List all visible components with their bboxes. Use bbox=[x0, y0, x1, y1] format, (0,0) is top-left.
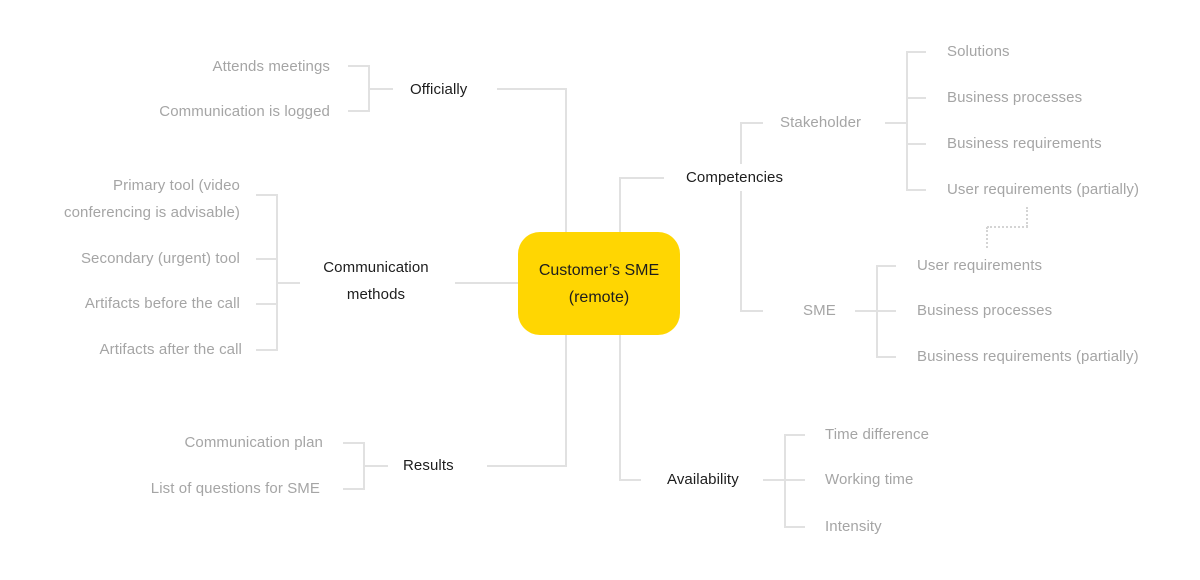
connector-availability-to-center-h bbox=[619, 479, 641, 481]
topic-competencies[interactable]: Competencies bbox=[678, 164, 792, 191]
topic-artifacts-after-call[interactable]: Artifacts after the call bbox=[99, 341, 242, 358]
topic-working-time[interactable]: Working time bbox=[825, 471, 914, 488]
topic-time-difference[interactable]: Time difference bbox=[825, 426, 930, 443]
topic-business-processes-sme[interactable]: Business processes bbox=[917, 302, 1053, 319]
connector-sme-to-bracket bbox=[855, 310, 896, 312]
connector-sme-stub bbox=[740, 310, 763, 312]
dotted-relation-segment-3 bbox=[986, 227, 988, 248]
topic-list-of-questions[interactable]: List of questions for SME bbox=[150, 480, 320, 497]
connector-secondary-tool bbox=[256, 258, 278, 260]
connector-competencies-spine bbox=[740, 122, 742, 312]
connector-officially-to-center-h bbox=[497, 88, 567, 90]
connector-availability-bracket bbox=[784, 434, 786, 528]
connector-comm-methods-stub bbox=[276, 282, 300, 284]
connector-competencies-to-center-v bbox=[619, 177, 621, 233]
connector-competencies-to-center-h bbox=[619, 177, 664, 179]
topic-sme[interactable]: SME bbox=[803, 302, 836, 319]
connector-intensity bbox=[784, 526, 805, 528]
topic-secondary-tool[interactable]: Secondary (urgent) tool bbox=[80, 250, 240, 267]
topic-communication-plan[interactable]: Communication plan bbox=[184, 434, 323, 451]
connector-time-difference bbox=[784, 434, 805, 436]
connector-business-requirements bbox=[906, 143, 926, 145]
connector-attends-meetings bbox=[348, 65, 370, 67]
connector-business-processes bbox=[906, 97, 926, 99]
topic-availability[interactable]: Availability bbox=[667, 471, 739, 488]
connector-results-stub bbox=[363, 465, 388, 467]
connector-officially-stub bbox=[368, 88, 393, 90]
connector-communication-plan bbox=[343, 442, 365, 444]
topic-user-requirements-partially[interactable]: User requirements (partially) bbox=[947, 181, 1140, 198]
connector-artifacts-before bbox=[256, 303, 278, 305]
topic-business-requirements-partially[interactable]: Business requirements (partially) bbox=[917, 348, 1139, 365]
connector-communication-logged bbox=[348, 110, 370, 112]
topic-stakeholder[interactable]: Stakeholder bbox=[780, 114, 862, 131]
topic-business-processes-stakeholder[interactable]: Business processes bbox=[947, 89, 1083, 106]
connector-artifacts-after bbox=[256, 349, 278, 351]
connector-comm-methods-bracket bbox=[276, 194, 278, 351]
topic-solutions[interactable]: Solutions bbox=[947, 43, 1010, 60]
central-topic-customers-sme[interactable]: Customer’s SME (remote) bbox=[518, 232, 680, 335]
topic-communication-is-logged[interactable]: Communication is logged bbox=[159, 103, 330, 120]
connector-stakeholder-to-bracket bbox=[885, 122, 908, 124]
topic-communication-methods[interactable]: Communication methods bbox=[323, 259, 429, 303]
connector-sme-bracket bbox=[876, 265, 878, 358]
connector-primary-tool bbox=[256, 194, 278, 196]
connector-results-to-center-h bbox=[487, 465, 567, 467]
connector-solutions bbox=[906, 51, 926, 53]
topic-user-requirements[interactable]: User requirements bbox=[917, 257, 1043, 274]
dotted-relation-segment-2 bbox=[987, 226, 1028, 228]
topic-primary-tool[interactable]: Primary tool (video conferencing is advi… bbox=[63, 177, 240, 221]
connector-comm-methods-to-node bbox=[455, 282, 519, 284]
connector-user-req-partially bbox=[906, 189, 926, 191]
connector-stakeholder-stub bbox=[740, 122, 763, 124]
topic-attends-meetings[interactable]: Attends meetings bbox=[212, 58, 330, 75]
topic-results[interactable]: Results bbox=[403, 457, 454, 474]
connector-list-of-questions bbox=[343, 488, 365, 490]
dotted-relation-segment-1 bbox=[1026, 207, 1028, 227]
topic-artifacts-before-call[interactable]: Artifacts before the call bbox=[84, 295, 240, 312]
connector-stakeholder-bracket bbox=[906, 51, 908, 191]
connector-results-to-center-v bbox=[565, 335, 567, 467]
connector-officially-to-center-v bbox=[565, 88, 567, 233]
topic-intensity[interactable]: Intensity bbox=[825, 518, 882, 535]
connector-business-req-partially bbox=[876, 356, 896, 358]
topic-business-requirements[interactable]: Business requirements bbox=[947, 135, 1102, 152]
connector-availability-to-center-v bbox=[619, 335, 621, 481]
topic-officially[interactable]: Officially bbox=[410, 81, 468, 98]
connector-user-requirements bbox=[876, 265, 896, 267]
